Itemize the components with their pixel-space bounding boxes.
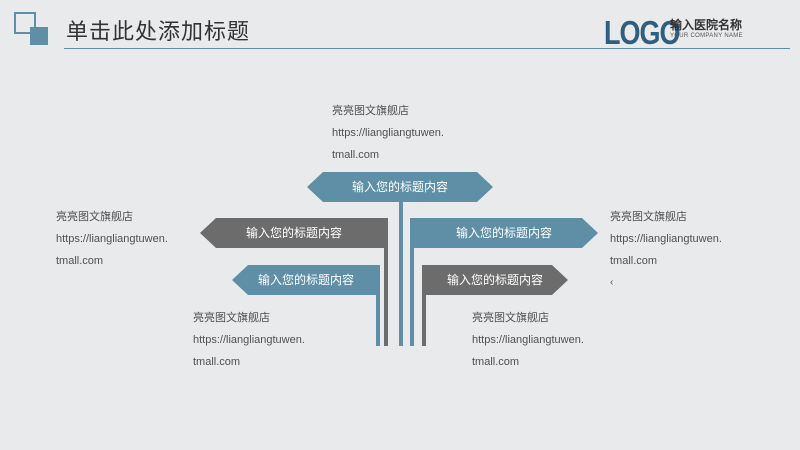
text-url: https://liangliangtuwen. bbox=[193, 334, 305, 346]
text-url: https://liangliangtuwen. bbox=[56, 233, 168, 245]
company-subtitle: YOUR COMPANY NAME bbox=[670, 33, 743, 39]
label-left-lower[interactable]: 输入您的标题内容 bbox=[232, 265, 380, 295]
text-shop-name: 亮亮图文旗舰店 bbox=[610, 211, 687, 223]
text-domain: tmall.com bbox=[332, 149, 380, 161]
connector-bar-right-upper bbox=[410, 236, 414, 346]
corner-square-outline bbox=[14, 12, 36, 34]
connector-bar-center bbox=[399, 200, 403, 346]
text-block-left-lower[interactable]: 亮亮图文旗舰店 https://liangliangtuwen. tmall.c… bbox=[193, 307, 305, 373]
text-domain: tmall.com bbox=[193, 356, 241, 368]
text-domain: tmall.com bbox=[472, 356, 520, 368]
text-block-right-upper[interactable]: 亮亮图文旗舰店 https://liangliangtuwen. tmall.c… bbox=[610, 206, 722, 294]
label-left-upper[interactable]: 输入您的标题内容 bbox=[200, 218, 388, 248]
label-right-lower[interactable]: 输入您的标题内容 bbox=[422, 265, 568, 295]
text-domain: tmall.com bbox=[610, 255, 658, 267]
text-block-right-lower[interactable]: 亮亮图文旗舰店 https://liangliangtuwen. tmall.c… bbox=[472, 307, 584, 373]
text-shop-name: 亮亮图文旗舰店 bbox=[332, 105, 409, 117]
connector-bar-left-upper bbox=[384, 236, 388, 346]
text-shop-name: 亮亮图文旗舰店 bbox=[193, 312, 270, 324]
text-shop-name: 亮亮图文旗舰店 bbox=[472, 312, 549, 324]
text-url: https://liangliangtuwen. bbox=[472, 334, 584, 346]
label-top[interactable]: 输入您的标题内容 bbox=[307, 172, 493, 202]
corner-square-filled bbox=[30, 27, 48, 45]
page-title[interactable]: 单击此处添加标题 bbox=[66, 20, 251, 45]
connector-bar-left-lower bbox=[376, 283, 380, 346]
connector-bar-right-lower bbox=[422, 283, 426, 346]
text-url: https://liangliangtuwen. bbox=[332, 127, 444, 139]
text-domain: tmall.com bbox=[56, 255, 104, 267]
label-right-upper[interactable]: 输入您的标题内容 bbox=[410, 218, 598, 248]
text-shop-name: 亮亮图文旗舰店 bbox=[56, 211, 133, 223]
text-url: https://liangliangtuwen. bbox=[610, 233, 722, 245]
logo: LOGO bbox=[604, 14, 680, 52]
company-name[interactable]: 输入医院名称 bbox=[670, 18, 743, 32]
stray-mark: ‹ bbox=[610, 277, 614, 288]
header-divider bbox=[64, 48, 790, 49]
text-block-left-upper[interactable]: 亮亮图文旗舰店 https://liangliangtuwen. tmall.c… bbox=[56, 206, 168, 272]
text-block-top[interactable]: 亮亮图文旗舰店 https://liangliangtuwen. tmall.c… bbox=[332, 100, 444, 166]
